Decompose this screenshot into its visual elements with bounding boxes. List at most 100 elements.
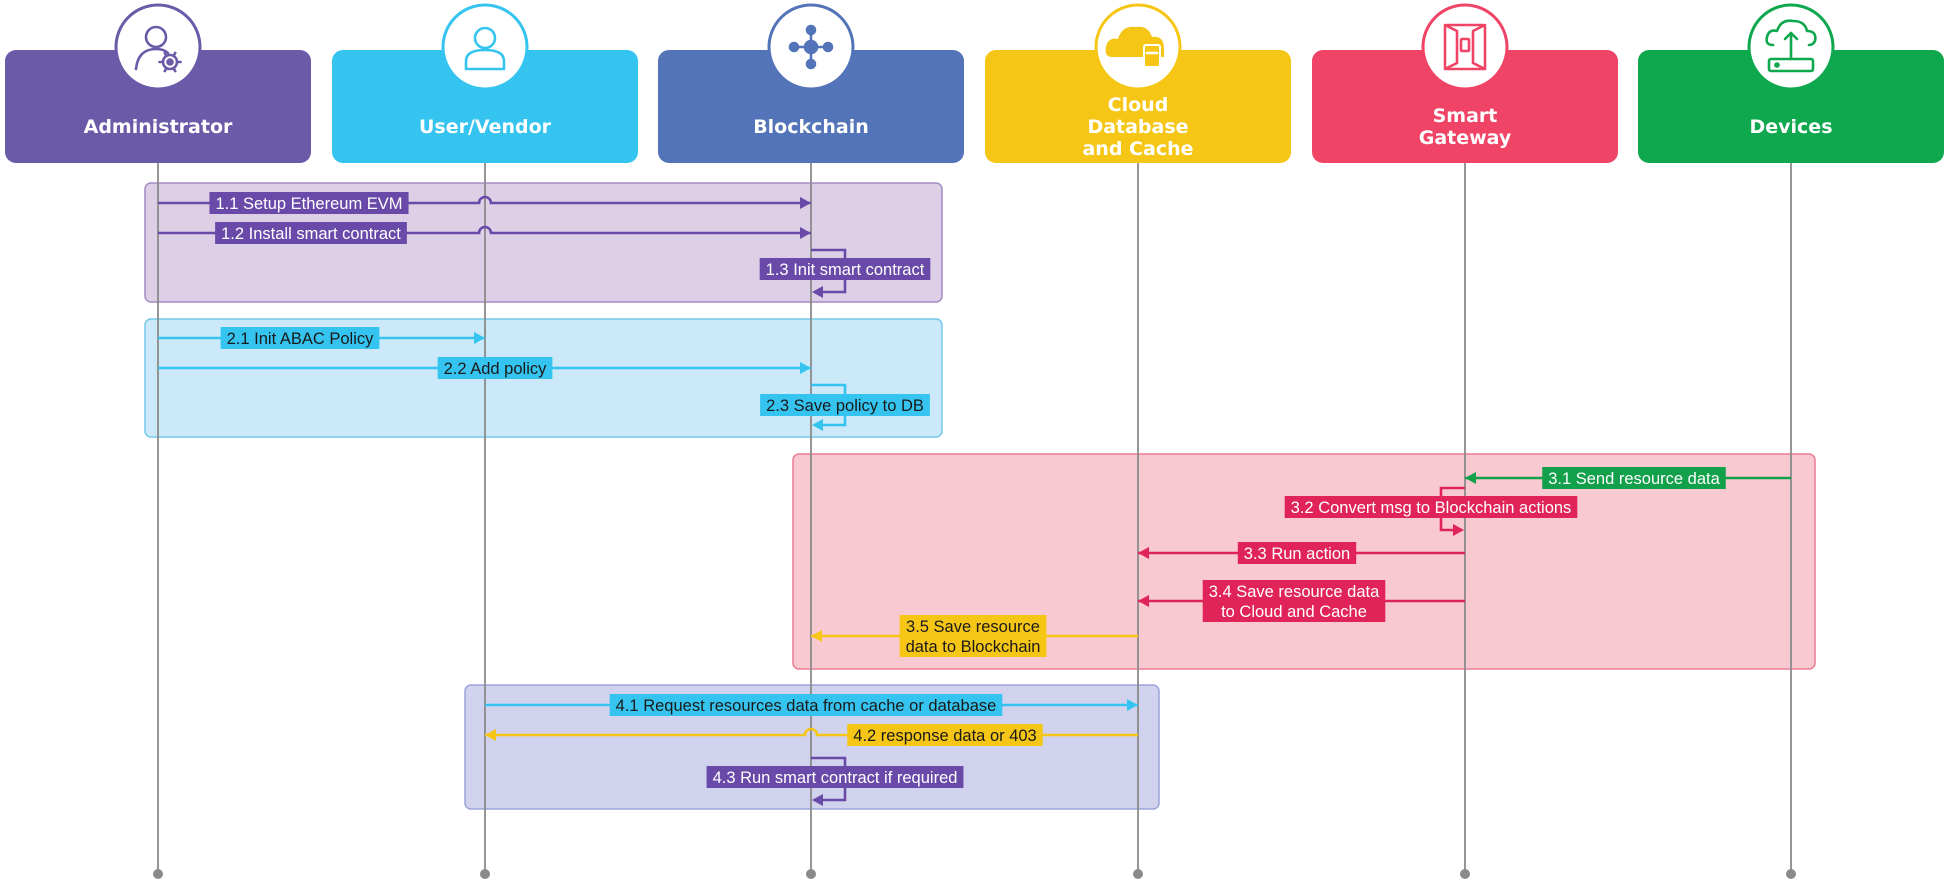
message-label-line: 1.3 Init smart contract [766, 261, 925, 279]
actor-icon-ring [1421, 3, 1509, 91]
message-m31: 3.1 Send resource data [1465, 467, 1791, 489]
message-label-line: 3.4 Save resource data [1209, 583, 1380, 601]
message-label: 4.1 Request resources data from cache or… [609, 694, 1003, 716]
message-label-line: 3.5 Save resource [906, 618, 1040, 636]
message-label: 2.2 Add policy [437, 357, 553, 379]
message-label-bg [760, 394, 930, 416]
frame [1443, 23, 1487, 71]
actor-box [332, 50, 638, 163]
message-label-line: data to Blockchain [906, 638, 1041, 656]
actor-label-line: Smart [1433, 105, 1498, 127]
message-label-bg [609, 694, 1003, 716]
admin-gear-icon [134, 25, 182, 73]
message-label-bg [209, 192, 409, 214]
message-label-bg [1202, 580, 1386, 622]
arrow-head [812, 419, 823, 431]
message-label: 3.3 Run action [1237, 542, 1357, 564]
message-m11: 1.1 Setup Ethereum EVM [158, 192, 811, 214]
arrow-line [158, 225, 811, 235]
message-label-bg [1284, 496, 1578, 518]
gear-hub [166, 58, 174, 66]
message-m41: 4.1 Request resources data from cache or… [485, 694, 1138, 716]
message-label-line: to Cloud and Cache [1221, 603, 1367, 621]
body [464, 48, 506, 71]
node [788, 41, 800, 53]
message-label: 3.2 Convert msg to Blockchain actions [1284, 496, 1578, 518]
arrow-head [1783, 31, 1799, 41]
arrow-head [1138, 547, 1149, 559]
lifeline-end-dot-admin [153, 869, 163, 879]
lifeline-end-dot-chain [806, 869, 816, 879]
message-m35: 3.5 Save resource data to Blockchain [811, 615, 1138, 657]
arrow-head [800, 227, 811, 239]
actor-box [985, 50, 1291, 163]
message-label: 2.3 Save policy to DB [760, 394, 930, 416]
message-label-bg [706, 766, 964, 788]
cloud [1765, 19, 1817, 47]
message-m21: 2.1 Init ABAC Policy [158, 327, 485, 349]
message-label-line: 4.1 Request resources data from cache or… [616, 697, 997, 715]
node [805, 58, 817, 70]
network-hub-icon [788, 24, 834, 70]
lifeline-end-dot-gateway [1460, 869, 1470, 879]
user-icon [464, 26, 506, 71]
actor-label-line: Cloud [1108, 94, 1169, 116]
message-label: 2.1 Init ABAC Policy [220, 327, 380, 349]
cloud-device-icon [1765, 19, 1817, 73]
message-label-line: 2.1 Init ABAC Policy [227, 330, 374, 348]
lifeline-end-dot-devices [1786, 869, 1796, 879]
door-left [1443, 23, 1459, 71]
message-label-bg [215, 222, 407, 244]
lifeline-end-dot-user [480, 869, 490, 879]
message-label-line: 1.2 Install smart contract [221, 225, 401, 243]
actor-chain: Blockchain [658, 3, 964, 163]
message-label-bg [759, 258, 931, 280]
gear-tooth [172, 66, 177, 73]
actor-label-line: Devices [1749, 116, 1832, 138]
message-label-line: 3.1 Send resource data [1548, 470, 1720, 488]
arrow-head [800, 362, 811, 374]
db-cylinder [1143, 44, 1161, 68]
head [473, 26, 497, 50]
message-label-bg [437, 357, 553, 379]
message-label-line: 2.2 Add policy [444, 360, 547, 378]
message-label-bg [1542, 467, 1726, 489]
actor-label-line: and Cache [1082, 138, 1193, 160]
message-label: 1.3 Init smart contract [759, 258, 931, 280]
actor-box [658, 50, 964, 163]
message-label: 1.2 Install smart contract [215, 222, 407, 244]
arrow-line [158, 195, 811, 205]
door-right [1471, 23, 1487, 71]
message-label-line: 4.2 response data or 403 [853, 727, 1036, 745]
message-label: 3.1 Send resource data [1542, 467, 1726, 489]
shoulders [134, 47, 170, 71]
actor-label-line: Gateway [1419, 127, 1512, 149]
message-m32: 3.2 Convert msg to Blockchain actions [1284, 486, 1578, 536]
head [144, 25, 168, 49]
message-label-line: 2.3 Save policy to DB [766, 397, 924, 415]
message-m43: 4.3 Run smart contract if required [706, 756, 964, 806]
message-label-line: 3.3 Run action [1244, 545, 1350, 563]
actor-admin: Administrator [5, 3, 311, 163]
node [822, 41, 834, 53]
message-label: 4.3 Run smart contract if required [706, 766, 964, 788]
gear-tooth [163, 51, 168, 58]
arrow-head [1127, 699, 1138, 711]
actor-box [5, 50, 311, 163]
message-label-line: 1.1 Setup Ethereum EVM [215, 195, 402, 213]
message-label: 4.2 response data or 403 [847, 724, 1043, 746]
arrow-head [812, 286, 823, 298]
actor-user: User/Vendor [332, 3, 638, 163]
actor-label-line: Database [1087, 116, 1188, 138]
message-label-bg [220, 327, 380, 349]
message-label: 3.5 Save resource data to Blockchain [899, 615, 1047, 657]
arrow-head [812, 794, 823, 806]
message-label-line: 4.3 Run smart contract if required [713, 769, 958, 787]
actor-label-line: Blockchain [753, 116, 869, 138]
message-m34: 3.4 Save resource data to Cloud and Cache [1138, 580, 1465, 622]
actor-box [1638, 50, 1944, 163]
